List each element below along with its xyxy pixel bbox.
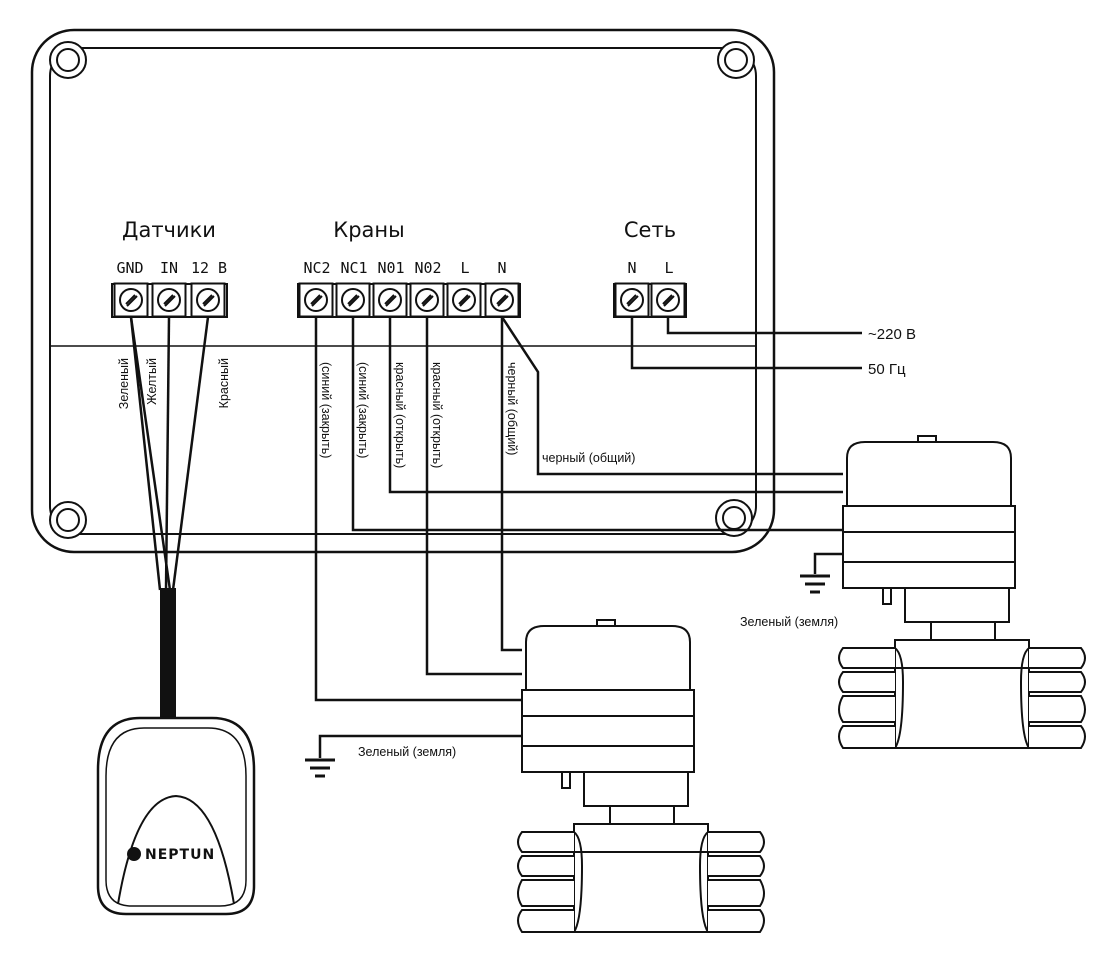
mounting-hole-bottom-right [715,499,753,537]
wire-label-nc1: (синий (закрыть) [356,362,370,458]
screw-terminal-no2 [409,282,445,318]
valve-wires [314,316,862,758]
wire-label-red: Красный [217,358,231,408]
screw-terminal-nc2 [298,282,334,318]
terminal-label-gnd: GND [116,259,143,277]
sensor-wires [129,316,210,591]
terminal-label-no2: N02 [414,259,441,277]
group-power-label: Сеть [624,218,676,242]
terminal-block-power [613,282,687,318]
ground-label-upper: Зеленый (земля) [740,615,838,629]
wire-label-green: Зеленый [117,358,131,409]
terminal-block-valves [297,282,521,318]
terminal-label-l: L [460,259,469,277]
screw-terminal-12v [190,282,226,318]
terminal-label-nc2: NC2 [303,259,330,277]
screw-terminal-nc1 [335,282,371,318]
power-label-frequency: 50 Гц [868,361,906,378]
ground-symbol-lower [303,758,337,778]
motorized-valve-upper [838,435,1086,749]
screw-terminal-n [484,282,520,318]
neptun-logo-text: NEPTUN [145,847,215,863]
sensor-cable [160,588,176,718]
screw-terminal-l [446,282,482,318]
group-valves-label: Краны [333,218,404,242]
mounting-hole-top-right [717,41,755,79]
terminal-label-power-l: L [664,259,673,277]
terminal-label-in: IN [160,259,178,277]
group-sensors-label: Датчики [122,218,216,242]
wire-label-nc2: (синий (закрыть) [319,362,333,458]
terminal-label-no1: N01 [377,259,404,277]
neptun-logo-mark [127,847,141,861]
terminal-label-12v: 12 В [191,259,227,277]
motorized-valve-lower [517,619,765,933]
screw-terminal-gnd [113,282,149,318]
wire-label-no1: красный (открыть) [393,362,407,468]
power-label-voltage: ~220 В [868,326,916,343]
leak-sensor: NEPTUN [96,716,256,916]
mounting-hole-bottom-left [49,501,87,539]
screw-terminal-power-l [650,282,686,318]
wire-label-no2: красный (открыть) [430,362,444,468]
terminal-label-nc1: NC1 [340,259,367,277]
mounting-hole-top-left [49,41,87,79]
ground-label-lower: Зеленый (земля) [358,745,456,759]
wire-label-yellow: Желтый [145,358,159,405]
terminal-block-sensors [111,282,228,318]
screw-terminal-no1 [372,282,408,318]
terminal-label-n: N [497,259,506,277]
screw-terminal-power-n [614,282,650,318]
wire-label-common: черный (общий) [542,451,635,465]
wire-label-n: черный (общий) [505,362,519,455]
screw-terminal-in [151,282,187,318]
ground-symbol-upper [798,574,832,594]
terminal-label-power-n: N [627,259,636,277]
